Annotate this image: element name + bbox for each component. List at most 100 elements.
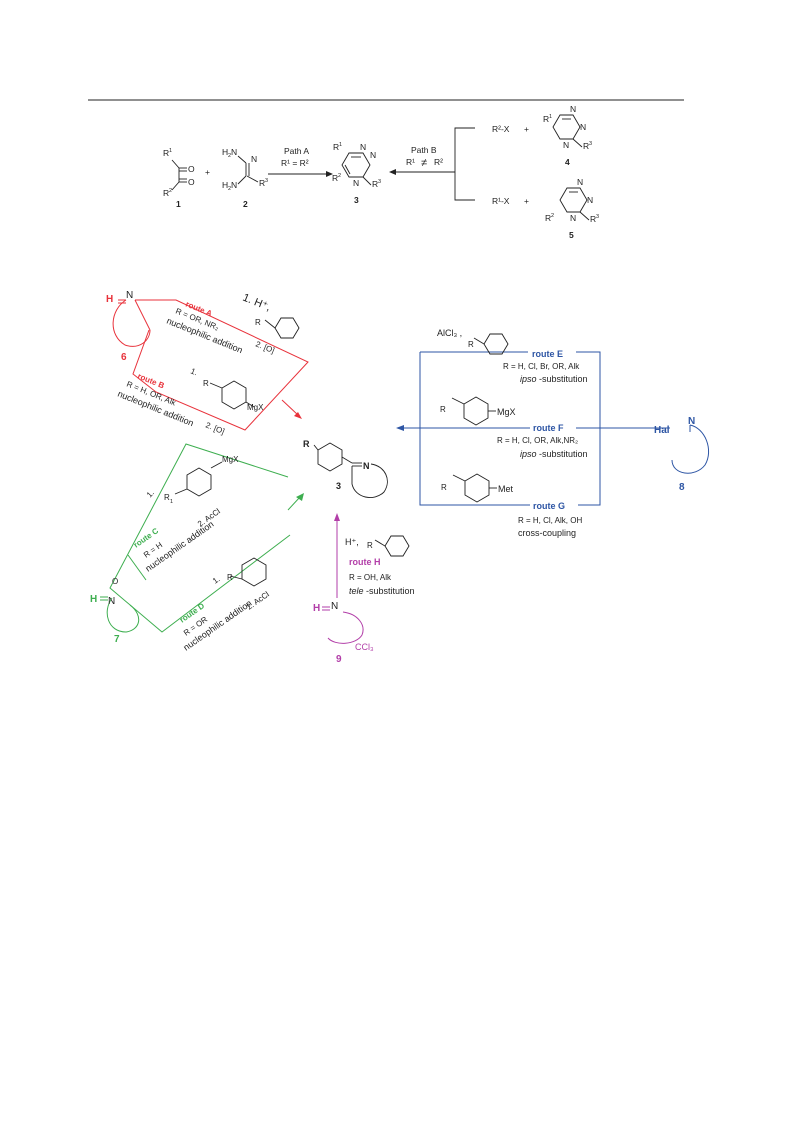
blue-arrowhead — [396, 425, 404, 431]
route-e-r: R — [468, 340, 474, 349]
red-arrow — [281, 399, 299, 416]
route-d-step1: 1. — [211, 574, 222, 585]
compound-7: H N O 7 — [90, 577, 120, 645]
purple-reagents — [374, 535, 410, 557]
c3-n4: N — [353, 178, 359, 188]
compound-8: Hal N 8 — [654, 416, 695, 493]
c1-o-bottom: O — [188, 177, 195, 187]
plus-3: + — [524, 196, 529, 206]
c2-h2n-bottom-sub: 2 — [228, 186, 231, 192]
route-d-r: R — [227, 573, 233, 582]
compound-5-label: 5 — [569, 230, 574, 240]
c2-h2n-bottom-n: N — [231, 180, 237, 190]
r2x-reagent: R²-X — [492, 124, 510, 134]
route-h-type-italic: tele — [349, 586, 364, 596]
c5-r3-sup: 3 — [596, 214, 599, 220]
c4-n2: N — [580, 122, 586, 132]
nitrone-ring — [106, 597, 140, 633]
c1-r1-sup: 1 — [169, 148, 172, 154]
c3-r3: R — [372, 179, 378, 189]
route-f-type: -substitution — [539, 449, 588, 459]
red-frame — [132, 299, 309, 431]
c3-r1: R — [333, 142, 339, 152]
path-b-label: Path B — [411, 145, 437, 155]
triazine-3-ring — [341, 152, 372, 186]
route-e-condition: R = H, Cl, Br, OR, Alk — [503, 362, 580, 371]
c9-h: H — [313, 603, 320, 614]
route-b-text: route B R = H, OR, Alk nucleophilic addi… — [116, 367, 264, 437]
compound-6-label: 6 — [121, 352, 127, 363]
blue-reagents — [451, 333, 509, 503]
route-f-r: R — [440, 405, 446, 414]
route-b-step1: 1. — [189, 367, 199, 378]
path-a-condition: R¹ = R² — [281, 158, 309, 168]
c1-r1: R — [163, 148, 169, 158]
c5-r3: R — [590, 214, 596, 224]
route-c-r1-sub: 1 — [170, 499, 173, 505]
c9-ccl3: CCl₃ — [355, 642, 374, 652]
c5-n4: N — [570, 213, 576, 223]
route-f-text: R MgX route F R = H, Cl, OR, Alk,NR₂ ips… — [440, 405, 588, 459]
c4-r3: R — [583, 141, 589, 151]
route-h-r: R — [367, 541, 373, 550]
route-c-text: 1. R 1 MgX route C R = H nucleophilic ad… — [132, 455, 239, 574]
compound-1-structure — [171, 159, 187, 191]
route-c-mgx: MgX — [222, 455, 239, 464]
route-e-reagent: AlCl₃ , — [437, 328, 462, 338]
path-b-arrowhead — [389, 169, 396, 175]
center-n: N — [363, 461, 370, 471]
c2-n: N — [251, 154, 257, 164]
c2-h2n-top: H — [222, 147, 228, 157]
path-b-cond-right: R² — [434, 157, 443, 167]
green-arrowhead — [296, 493, 304, 501]
route-h-text: H⁺, R route H R = OH, Alk tele -substitu… — [345, 537, 415, 596]
route-b-mgx: MgX — [247, 403, 264, 412]
route-h-condition: R = OH, Alk — [349, 573, 392, 582]
compound-6: H N 6 — [106, 290, 133, 363]
green-reagents — [174, 461, 267, 587]
red-reagents — [209, 317, 300, 410]
route-g-condition: R = H, Cl, Alk, OH — [518, 516, 582, 525]
route-h-reagent: H⁺, — [345, 537, 359, 547]
c2-h2n-top-n: N — [231, 147, 237, 157]
c4-r3-sup: 3 — [589, 141, 592, 147]
route-c-step1: 1. — [145, 488, 156, 499]
route-e-text: AlCl₃ , R route E R = H, Cl, Br, OR, Alk… — [437, 328, 588, 384]
top-scheme — [171, 114, 590, 221]
green-arrow — [287, 496, 301, 511]
route-b-r: R — [203, 379, 209, 388]
route-h-type: -substitution — [366, 586, 415, 596]
red-arrowhead — [294, 412, 302, 419]
path-a-label: Path A — [284, 146, 309, 156]
route-a-step1: 1. H⁺, — [241, 292, 272, 314]
c3-r2-sup: 2 — [338, 173, 341, 179]
c5-n1: N — [577, 177, 583, 187]
c6-n: N — [126, 290, 133, 301]
c8-n: N — [688, 416, 695, 427]
path-b-bracket — [454, 127, 475, 201]
purple-route — [322, 520, 364, 644]
c4-n4: N — [563, 140, 569, 150]
triazine-4-ring — [552, 114, 583, 148]
route-e-title: route E — [532, 349, 563, 359]
triazine-5-ring — [559, 187, 590, 221]
c3-r2: R — [332, 173, 338, 183]
plus-2: + — [524, 124, 529, 134]
c4-n1: N — [570, 104, 576, 114]
route-e-type: -substitution — [539, 374, 588, 384]
c5-n2: N — [587, 195, 593, 205]
c7-o: O — [112, 577, 118, 586]
route-c-r1: R — [164, 493, 170, 502]
green-frame — [109, 443, 291, 633]
c7-n: N — [108, 596, 115, 607]
compound-4-label: 4 — [565, 157, 570, 167]
top-scheme-labels: R 1 R 2 O O 1 + H 2 N H 2 N N R 3 2 Path… — [163, 104, 599, 240]
c5-r2-sup: 2 — [551, 213, 554, 219]
c3-n1: N — [360, 142, 366, 152]
c9-n: N — [331, 601, 338, 612]
c2-r3: R — [259, 178, 265, 188]
compound-7-label: 7 — [114, 634, 120, 645]
c2-r3-sup: 3 — [265, 178, 268, 184]
c7-h: H — [90, 594, 97, 605]
c1-r2-sup: 2 — [169, 188, 172, 194]
